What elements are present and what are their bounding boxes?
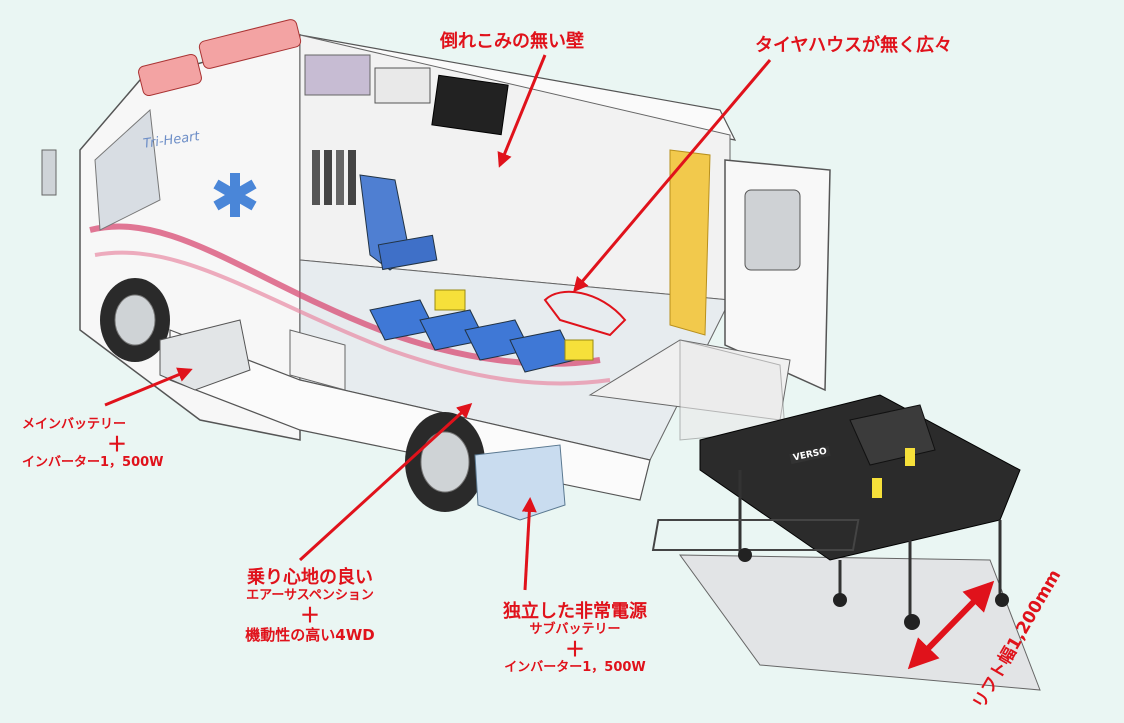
callout-suspension-plus: ＋ — [300, 602, 320, 627]
arrow-tirehouse — [573, 59, 772, 293]
callout-main-battery-plus: ＋ — [107, 431, 127, 456]
callout-sub-battery-line1: 独立した非常電源 — [503, 601, 647, 622]
arrow-suspension — [298, 402, 473, 562]
callout-main-battery: メインバッテリー ＋ インバーター1，500W — [22, 417, 212, 471]
stretcher — [651, 394, 1021, 630]
callout-suspension-line1: 乗り心地の良い — [247, 567, 373, 588]
callout-suspension: 乗り心地の良い エアーサスペンション ＋ 機動性の高い4WD — [200, 567, 420, 644]
bench-seats — [369, 299, 576, 373]
callout-sub-battery: 独立した非常電源 サブバッテリー ＋ インバーター1，500W — [470, 601, 680, 676]
rear-wheel — [405, 412, 485, 512]
arrow-sub-battery — [521, 497, 537, 591]
star-of-life-icon — [213, 173, 257, 217]
callout-suspension-line3: 機動性の高い4WD — [245, 625, 375, 644]
arrow-wall — [497, 54, 547, 168]
arrow-lift-width — [907, 580, 995, 670]
callout-main-battery-line1: メインバッテリー — [22, 417, 127, 432]
front-wheel — [100, 278, 170, 362]
callout-sub-battery-line2: サブバッテリー — [529, 621, 621, 637]
callout-sub-battery-plus: ＋ — [565, 636, 585, 661]
callout-sub-battery-line3: インバーター1，500W — [504, 659, 646, 675]
annotation-arrows — [104, 54, 995, 670]
callout-wall: 倒れこみの無い壁 — [440, 31, 584, 52]
tirehouse-outline — [543, 290, 627, 337]
callout-main-battery-line2: インバーター1，500W — [22, 454, 164, 470]
oxygen-tanks — [312, 150, 356, 205]
callout-suspension-line2: エアーサスペンション — [246, 587, 374, 603]
callout-tirehouse: タイヤハウスが無く広々 — [755, 35, 953, 56]
arrow-main-battery — [104, 367, 193, 407]
truck-body — [41, 19, 831, 521]
